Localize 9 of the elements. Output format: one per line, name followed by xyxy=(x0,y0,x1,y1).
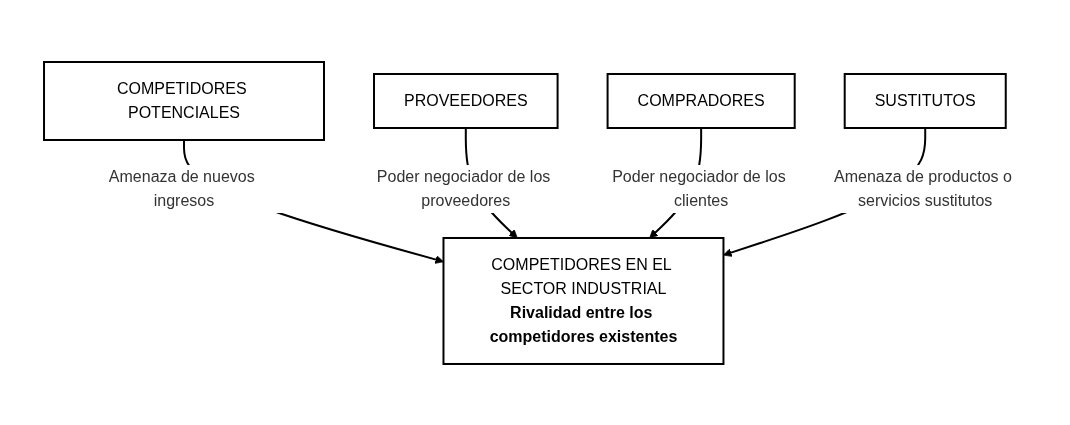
node-box: COMPETIDORES EN EL SECTOR INDUSTRIAL Rivalidad entre los competidores existentes xyxy=(442,236,725,365)
node-box: COMPETIDORES POTENCIALES xyxy=(43,60,326,141)
edge-label: Amenaza de productos o servicios sustitutos xyxy=(834,167,1013,209)
edge-label: Poder negociador de los clientes xyxy=(612,167,787,209)
edge-label: Amenaza de nuevos ingresos xyxy=(109,167,256,209)
node-box: COMPRADORES xyxy=(606,72,797,129)
node-box: PROVEEDORES xyxy=(373,72,559,129)
node-box: SUSTITUTOS xyxy=(844,72,1008,129)
edge-label: Poder negociador de los proveedores xyxy=(377,167,551,209)
